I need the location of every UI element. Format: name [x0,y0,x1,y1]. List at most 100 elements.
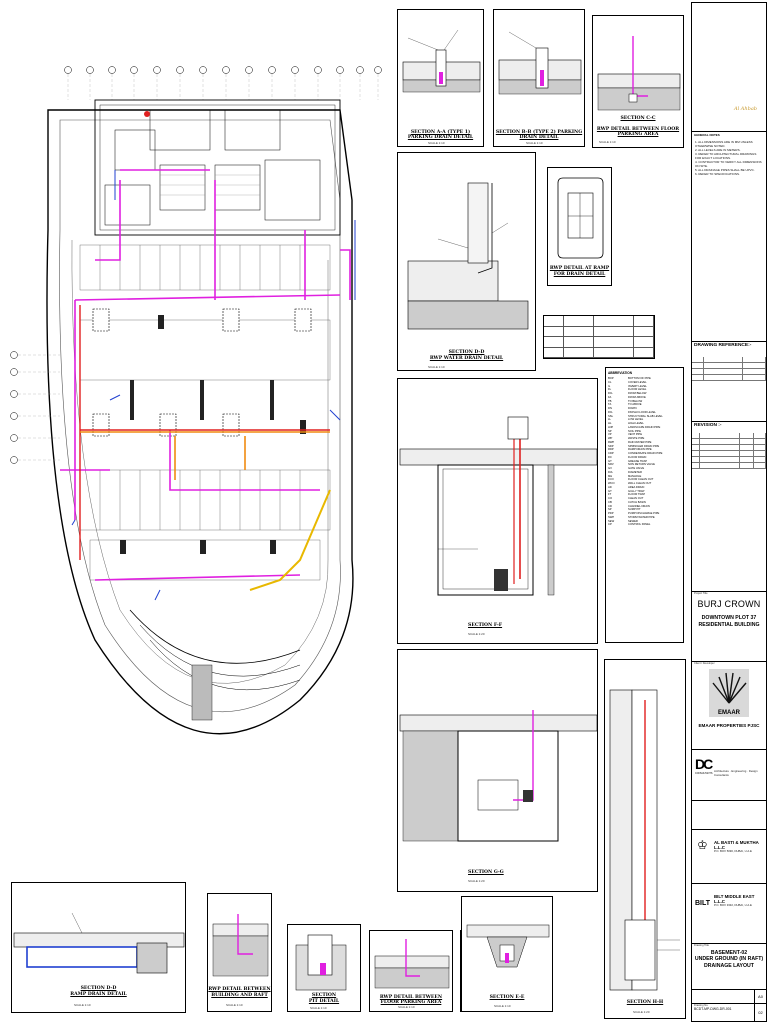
detail-p3-scale: SCALE 1:10 [398,1005,415,1009]
grid-bubble [153,66,161,74]
general-note: 5. ALL DRAINAGE PIPES SHALL BE UPVC. [695,168,755,172]
drawing-title-box: Drawing Title BASEMENT-02 UNDER GROUND (… [692,943,766,989]
drawing-reference-box: DRAWING REFERENCE:- [692,341,766,421]
abbreviation-meaning: LANDSCAPE DRAIN PIPE [628,425,661,429]
detail-e-caption: RWP DETAIL AT RAMP [549,266,610,271]
abbreviation-key: FA [608,395,612,399]
abbreviation-key: FCO [608,478,614,482]
abbreviation-meaning: COVER LEVEL [628,380,647,384]
detail-p2-section [295,934,347,991]
abbreviation-key: HL [608,422,612,425]
detail-p2-scale: SCALE 1:10 [310,1006,327,1010]
abbreviation-meaning: BOTTOM OF PIPE [628,377,651,380]
mep-name: BILT MIDDLE EAST L.L.C [714,894,755,904]
abbreviation-meaning: AREA DRAIN [628,485,645,489]
detail-p1-sub: BUILDING AND RAFT [211,993,268,998]
abbreviation-key: LL [608,418,611,422]
revision-box: REVISION :- [692,421,766,591]
grid-bubble [336,66,344,74]
general-note: 1. ALL DIMENSIONS ARE IN MM UNLESS OTHER… [695,140,753,148]
abbreviation-meaning: INVERT LEVEL [628,384,647,388]
abbreviation-meaning: NON RETURN VALVE [628,463,655,467]
building-outline [46,109,354,735]
core-rooms [104,109,321,226]
revision-no: 02 [754,1004,766,1022]
consultant-logo-sub: CONSULTANTS [695,772,713,775]
storm-pipes [71,170,356,601]
detail-c-sub: RWP DETAIL BETWEEN FLOOR PARKING AREA [596,127,680,138]
grid-bubble [64,66,72,74]
detail-c-caption: SECTION C-C [620,116,656,121]
abbreviation-meaning: TO BELOW [628,399,643,403]
detail-ramp-panel: SECTION D-D RAMP DRAIN DETAIL SCALE 1:10 [11,882,186,1013]
emaar-logo: EMAAR [709,669,749,717]
abbreviation-meaning: CLEAN OUT [628,497,644,500]
abbreviation-meaning: PUMP DISCHARGE PIPE [628,512,660,515]
detail-ramp-section [13,912,185,974]
abbreviation-key: GV [608,467,612,470]
grid-bubbles-left [10,351,18,464]
detail-d-panel: SECTION D-D RWP WATER DRAIN DETAIL SCALE… [397,152,536,371]
detail-g-scale: SCALE 1:20 [468,879,485,883]
abbreviation-meaning: CONTROL PANEL [628,523,651,527]
abbreviation-key: SWP [608,515,615,519]
abbreviations-title: ABBREVIATION [608,371,633,375]
abbreviation-key: SP [608,508,612,512]
sump-pump-table [543,315,655,359]
abbreviation-meaning: SOIL PIPE [628,429,641,433]
abbreviation-key: PDP [608,512,614,515]
detail-a-section [402,29,481,93]
abbreviation-key: DN [608,407,612,410]
abbreviation-key: RWP [608,440,615,444]
pump-discharge-pipes [80,431,330,480]
grid-bubble [86,66,94,74]
abbreviation-meaning: STORM WATER PIPE [628,515,655,519]
abbreviation-key: FD [608,455,612,459]
detail-a-scale: SCALE 1:10 [428,141,445,145]
abbreviation-key: FFL [608,410,613,414]
drawing-number-box: Drawing No. BCDT-MP-DWG-DR-001 02 [692,1003,766,1022]
grid-bubble [374,66,382,74]
abbreviation-meaning: HIGH LEVEL [628,422,644,425]
mep-box: BILT BILT MIDDLE EAST L.L.C P.O. BOX 333… [692,883,766,943]
detail-p3-panel: RWP DETAIL BETWEEN FLOOR PARKING AREA SC… [369,930,453,1012]
abbreviation-row: RWP RAIN WATER PIPE [608,441,681,445]
drawing-title-line-3: DRAINAGE LAYOUT [704,962,754,969]
detail-h-caption: SECTION H-H [626,1000,664,1005]
abbreviation-key: WCO [608,482,615,485]
detail-c-scale: SCALE 1:10 [599,140,616,144]
abbreviation-meaning: RAIN WATER PIPE [628,440,652,444]
detail-p5-scale: SCALE 1:10 [494,1004,511,1008]
drawing-no: BCDT-MP-DWG-DR-001 [694,1007,732,1011]
general-note: 6. REFER TO SPECIFICATIONS. [695,172,740,176]
abbreviation-key: CD [608,504,612,508]
drawing-title-line-1: BASEMENT-02 [710,950,748,956]
grid-bubbles-top [64,66,382,100]
detail-p5-section [466,924,550,968]
abbreviation-meaning: STRUCTURAL SLAB LEVEL [628,414,663,418]
detail-p1-caption: RWP DETAIL BETWEEN [208,987,271,992]
general-notes-list: 1. ALL DIMENSIONS ARE IN MM UNLESS OTHER… [692,138,766,178]
abbreviation-meaning: CHANNEL DRAIN [628,504,650,508]
detail-p3-caption: RWP DETAIL BETWEEN FLOOR PARKING AREA [379,995,443,1006]
client-name: EMAAR PROPERTIES PJSC [698,723,760,728]
detail-p2-caption: SECTION [311,993,337,998]
grid-bubble [130,66,138,74]
grid-bubble [314,66,322,74]
